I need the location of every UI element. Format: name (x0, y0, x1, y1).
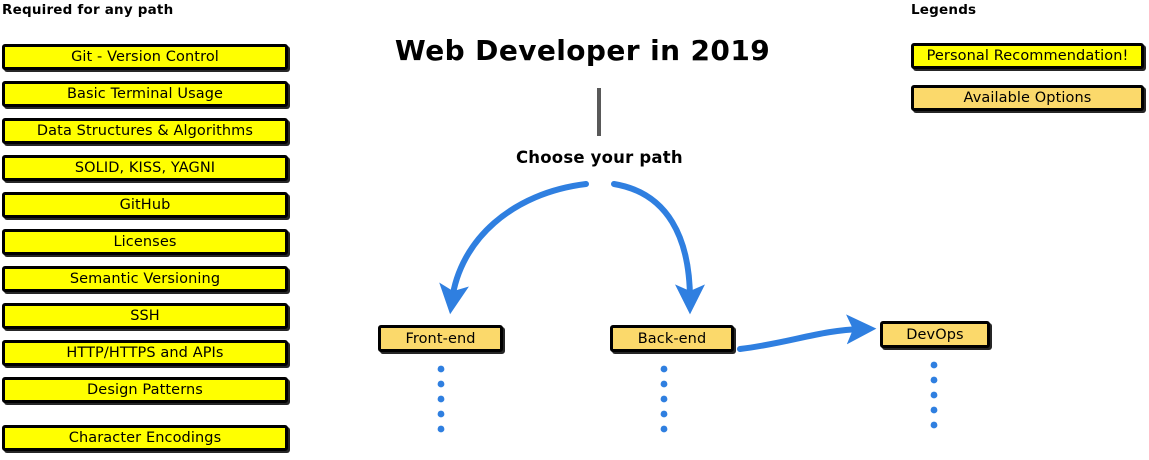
legends-heading: Legends (911, 2, 977, 18)
legend-item-label: Personal Recommendation! (926, 48, 1129, 64)
required-item-label: Design Patterns (87, 382, 203, 398)
path-node-front-end[interactable]: Front-end (378, 325, 503, 352)
required-item-label: SOLID, KISS, YAGNI (74, 160, 216, 176)
required-item-box[interactable]: Character Encodings (2, 425, 288, 451)
legend-item-label: Available Options (963, 90, 1092, 106)
arrow-back-end-to-devops (737, 314, 877, 352)
path-node-back-end[interactable]: Back-end (610, 325, 734, 352)
required-item-label: Data Structures & Algorithms (36, 123, 254, 139)
required-item-box[interactable]: Semantic Versioning (2, 266, 288, 292)
title-stem-line (597, 88, 601, 136)
required-item-label: Git - Version Control (71, 49, 219, 65)
required-item-box[interactable]: Basic Terminal Usage (2, 81, 288, 107)
path-node-label: DevOps (906, 326, 964, 343)
required-item-box[interactable]: Design Patterns (2, 377, 288, 403)
path-node-devops[interactable]: DevOps (880, 321, 990, 348)
required-item-label: Character Encodings (68, 430, 222, 446)
required-item-box[interactable]: SOLID, KISS, YAGNI (2, 155, 288, 181)
required-item-label: Semantic Versioning (69, 271, 221, 287)
required-item-box[interactable]: Git - Version Control (2, 44, 288, 70)
required-item-box[interactable]: Data Structures & Algorithms (2, 118, 288, 144)
legend-item-recommended: Personal Recommendation! (911, 43, 1144, 69)
required-item-box[interactable]: GitHub (2, 192, 288, 218)
path-node-label: Back-end (637, 330, 707, 347)
legend-item-available: Available Options (911, 85, 1144, 111)
arrow-to-front-end (439, 181, 589, 315)
required-item-box[interactable]: HTTP/HTTPS and APIs (2, 340, 288, 366)
required-column-heading: Required for any path (2, 2, 174, 18)
dotted-line-front-end (437, 365, 445, 433)
required-item-label: Basic Terminal Usage (66, 86, 224, 102)
required-item-box[interactable]: Licenses (2, 229, 288, 255)
required-item-label: SSH (130, 308, 160, 324)
path-node-label: Front-end (405, 330, 476, 347)
page-title: Web Developer in 2019 (394, 34, 771, 67)
required-item-label: GitHub (119, 197, 171, 213)
dotted-line-back-end (660, 365, 668, 433)
required-item-label: HTTP/HTTPS and APIs (66, 345, 224, 361)
required-item-label: Licenses (113, 234, 177, 250)
dotted-line-devops (930, 361, 938, 429)
required-item-box[interactable]: SSH (2, 303, 288, 329)
arrow-to-back-end (611, 181, 705, 315)
choose-path-label: Choose your path (516, 148, 683, 167)
